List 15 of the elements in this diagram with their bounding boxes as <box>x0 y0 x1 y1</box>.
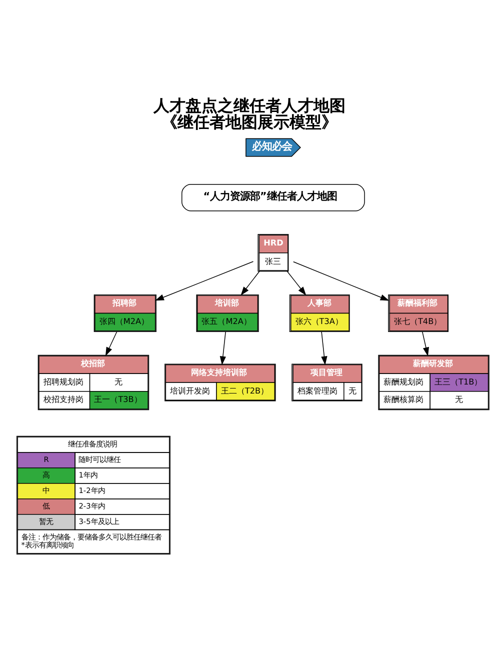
legend-label: 1年内 <box>78 470 98 479</box>
label: 暂无 <box>38 516 53 526</box>
label: 必知必会 <box>252 140 292 152</box>
legend-label: 1-2年内 <box>78 485 105 494</box>
label: 备注：作为储备，要储备多久可以胜任继任者 <box>21 532 162 541</box>
legend-label: 3-5年及以上 <box>78 516 119 526</box>
label: R <box>44 454 49 464</box>
legend-label: 随时可以继任 <box>78 454 121 464</box>
legend-label: 2-3年内 <box>78 500 105 510</box>
label: 中 <box>42 485 50 494</box>
diagram-title: 人才盘点之继任者人才地图 <box>154 96 346 115</box>
label: 高 <box>42 470 50 479</box>
label: 继任准备度说明 <box>68 439 118 448</box>
label: 低 <box>42 500 50 510</box>
label: *表示有离职倾向 <box>21 540 74 549</box>
